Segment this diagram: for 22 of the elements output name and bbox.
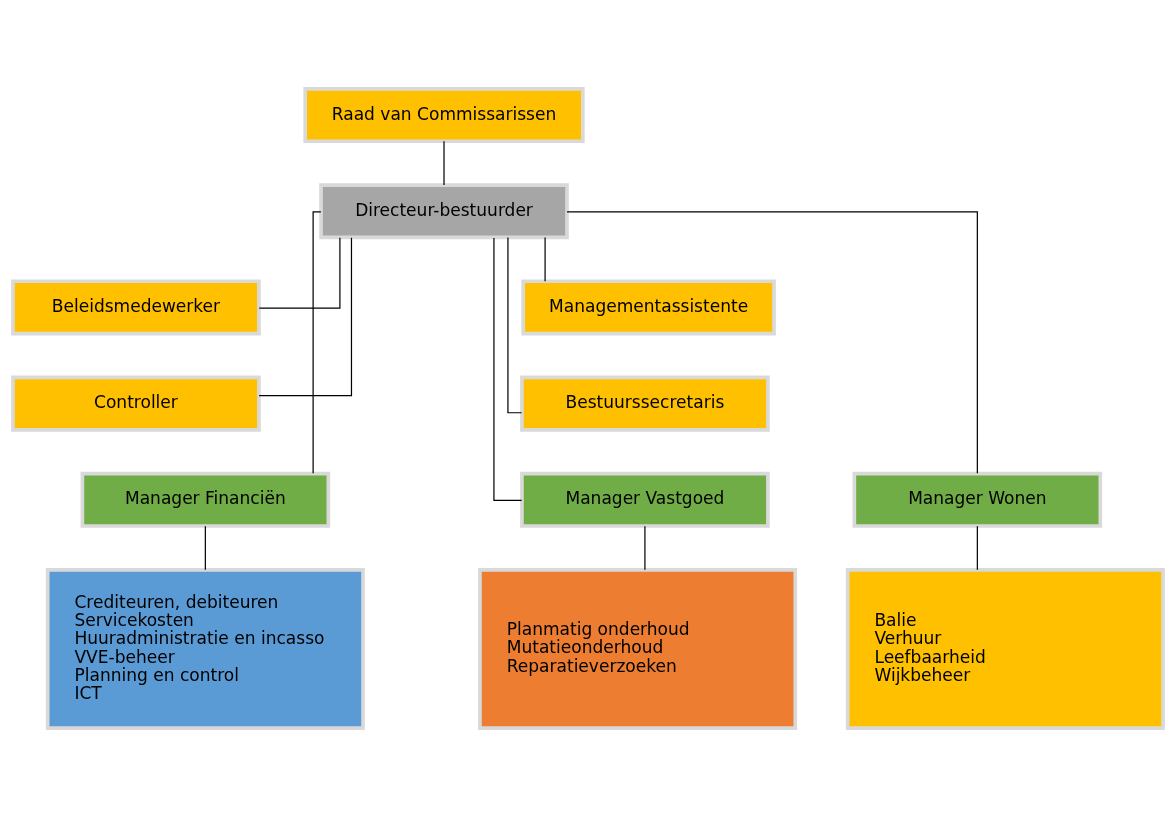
node-box: Beleidsmedewerker [11,279,261,336]
connector [493,237,523,502]
node-box: Bestuurssecretaris [520,375,770,432]
connector [312,211,322,474]
connector [976,525,978,571]
connector [644,525,646,571]
node-box: Balie Verhuur Leefbaarheid Wijkbeheer [845,568,1165,730]
connector [258,237,353,397]
node-box: Directeur-bestuurder [319,183,569,240]
connector [544,236,546,282]
node-box: Manager Vastgoed [520,471,770,528]
node-box: Raad van Commissarissen [303,87,585,144]
node-box: Crediteuren, debiteuren Servicekosten Huuradministratie en incasso VVE-beheer Planning en control ICT [45,568,365,730]
connector [566,211,978,474]
connector [443,140,445,186]
node-box: Controller [11,375,261,432]
node-box: Managementassistente [521,279,776,336]
connector [204,525,206,571]
node-box: Manager Wonen [852,471,1103,528]
node-box: Planmatig onderhoud Mutatieonderhoud Reparatieverzoeken [478,568,798,730]
connector [258,237,341,309]
node-box: Manager Financiën [80,471,331,528]
